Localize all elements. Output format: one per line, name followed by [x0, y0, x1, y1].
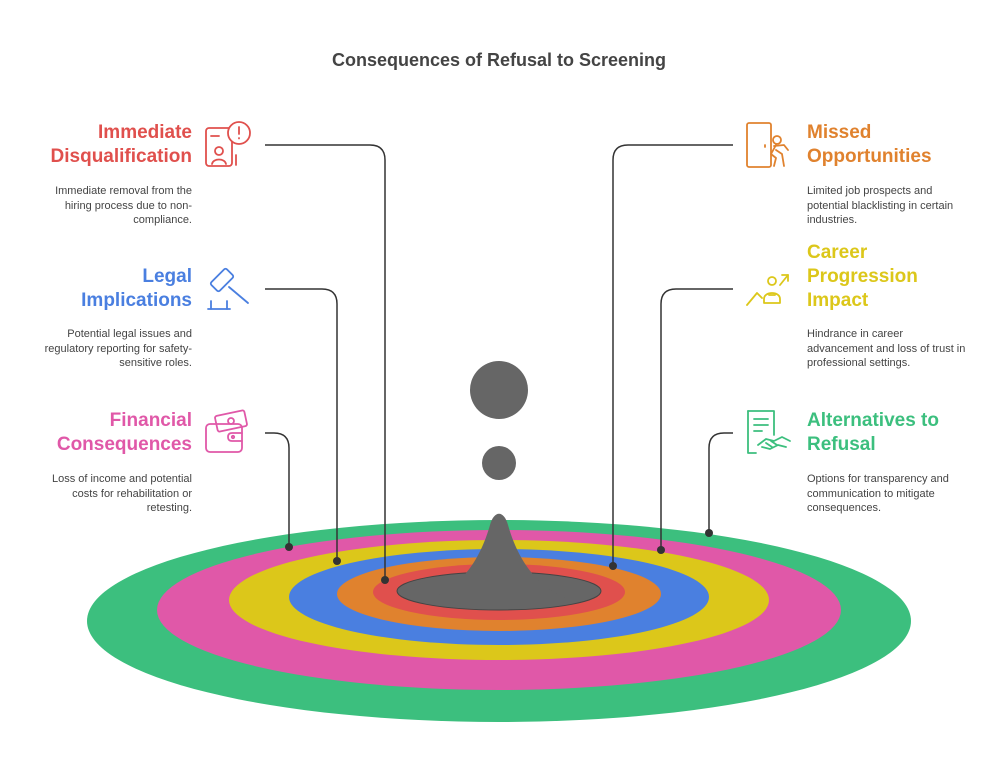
heading-alternatives-to-refusal: Alternatives to Refusal: [807, 410, 939, 455]
connector-dot-financial-consequences: [285, 543, 293, 551]
drop-small: [482, 446, 516, 480]
connector-dot-missed-opportunities: [609, 562, 617, 570]
career-growth-icon: [746, 274, 789, 306]
description-alternatives-to-refusal: Options for transparency and communicati…: [807, 473, 949, 514]
connector-dot-alternatives-to-refusal: [705, 529, 713, 537]
description-legal-implications: Potential legal issues and regulatory re…: [44, 328, 192, 369]
heading-immediate-disqualification: Immediate Disqualification: [50, 122, 192, 167]
resume-alert-icon: [205, 121, 251, 167]
heading-missed-opportunities: Missed Opportunities: [807, 122, 932, 167]
gavel-icon: [207, 267, 249, 310]
handshake-contract-icon: [747, 410, 791, 454]
heading-career-progression-impact: Career Progression Impact: [807, 242, 918, 311]
heading-legal-implications: Legal Implications: [81, 266, 192, 311]
connector-immediate-disqualification: [265, 144, 386, 580]
description-missed-opportunities: Limited job prospects and potential blac…: [807, 185, 954, 226]
heading-financial-consequences: Financial Consequences: [56, 410, 192, 455]
diagram-title: Consequences of Refusal to Screening: [331, 50, 667, 70]
connector-career-progression-impact: [660, 288, 733, 550]
connector-alternatives-to-refusal: [708, 432, 733, 533]
description-career-progression-impact: Hindrance in career advancement and loss…: [807, 328, 966, 369]
connector-missed-opportunities: [612, 144, 733, 566]
drop-large: [470, 361, 528, 419]
description-financial-consequences: Loss of income and potential costs for r…: [51, 473, 192, 514]
splash-peak: [420, 513, 578, 602]
connectors: [265, 144, 733, 580]
connector-legal-implications: [265, 288, 338, 561]
connector-dot-legal-implications: [333, 557, 341, 565]
wallet-icon: [205, 409, 248, 453]
connector-dot-career-progression-impact: [657, 546, 665, 554]
exit-door-icon: [746, 122, 789, 168]
connector-financial-consequences: [265, 432, 290, 547]
connector-dot-immediate-disqualification: [381, 576, 389, 584]
description-immediate-disqualification: Immediate removal from the hiring proces…: [55, 185, 192, 226]
